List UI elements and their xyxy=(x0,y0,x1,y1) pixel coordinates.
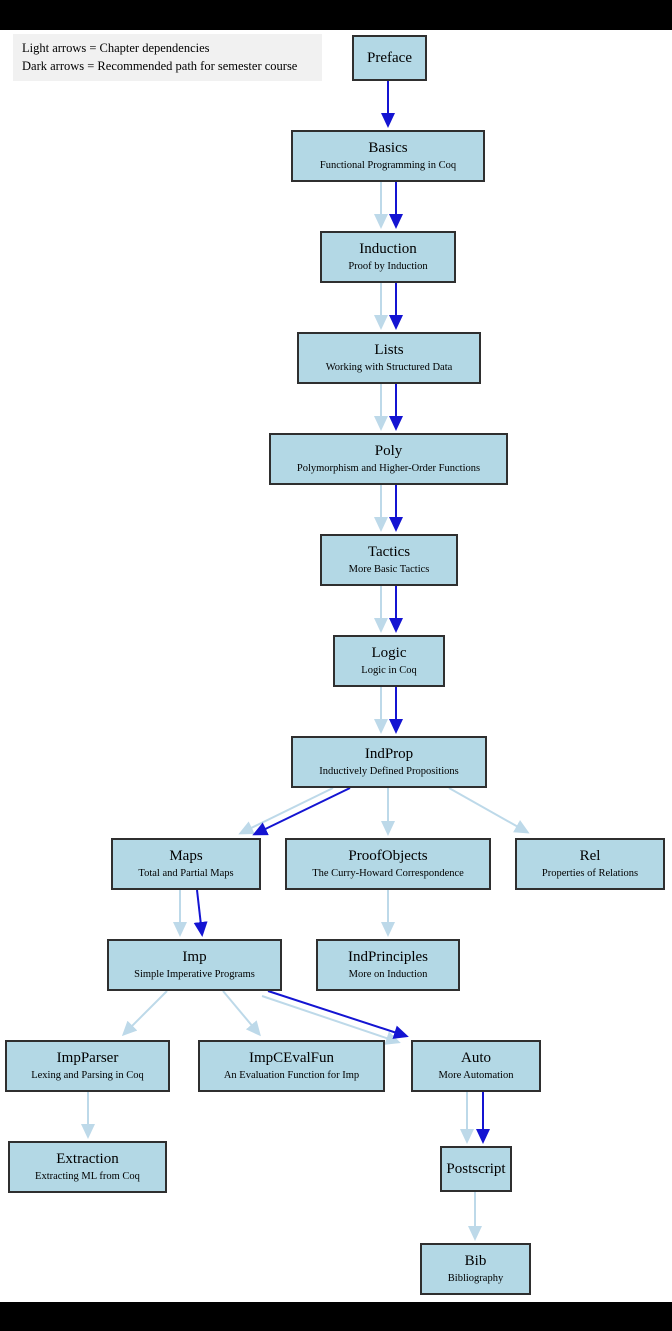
legend-dark-arrows: Dark arrows = Recommended path for semes… xyxy=(22,59,298,73)
node-poly-title: Poly xyxy=(374,443,403,459)
node-indprinciples[interactable]: IndPrinciples More on Induction xyxy=(316,939,460,991)
node-induction-subtitle: Proof by Induction xyxy=(348,261,428,272)
node-maps-subtitle: Total and Partial Maps xyxy=(138,868,234,879)
node-maps[interactable]: Maps Total and Partial Maps xyxy=(111,838,261,890)
bottom-black-bar xyxy=(0,1302,672,1331)
node-indprop[interactable]: IndProp Inductively Defined Propositions xyxy=(291,736,487,788)
node-tactics[interactable]: Tactics More Basic Tactics xyxy=(320,534,458,586)
node-bib-title: Bib xyxy=(464,1253,487,1269)
node-impparser[interactable]: ImpParser Lexing and Parsing in Coq xyxy=(5,1040,170,1092)
node-indprop-subtitle: Inductively Defined Propositions xyxy=(319,766,459,777)
node-impparser-title: ImpParser xyxy=(56,1050,119,1066)
node-poly-subtitle: Polymorphism and Higher-Order Functions xyxy=(296,463,481,474)
node-auto[interactable]: Auto More Automation xyxy=(411,1040,541,1092)
node-basics-title: Basics xyxy=(368,140,408,156)
node-preface-title: Preface xyxy=(367,49,412,66)
node-preface[interactable]: Preface xyxy=(352,35,427,81)
legend-light-arrows: Light arrows = Chapter dependencies xyxy=(22,41,210,55)
node-logic[interactable]: Logic Logic in Coq xyxy=(333,635,445,687)
node-induction[interactable]: Induction Proof by Induction xyxy=(320,231,456,283)
node-indprop-title: IndProp xyxy=(364,746,414,762)
edge-imp-auto-light xyxy=(261,995,401,1045)
node-logic-title: Logic xyxy=(371,645,407,661)
edge-indprop-maps-light xyxy=(238,787,334,835)
node-proofobjects[interactable]: ProofObjects The Curry-Howard Correspond… xyxy=(285,838,491,890)
node-tactics-subtitle: More Basic Tactics xyxy=(348,564,430,575)
node-lists[interactable]: Lists Working with Structured Data xyxy=(297,332,481,384)
node-auto-title: Auto xyxy=(461,1050,491,1066)
node-imp[interactable]: Imp Simple Imperative Programs xyxy=(107,939,282,991)
node-extraction[interactable]: Extraction Extracting ML from Coq xyxy=(8,1141,167,1193)
node-bib-subtitle: Bibliography xyxy=(447,1273,504,1284)
top-black-bar xyxy=(0,0,672,30)
edge-maps-imp-dark xyxy=(193,889,208,937)
node-indprinciples-title: IndPrinciples xyxy=(348,949,428,965)
node-impcevalfun[interactable]: ImpCEvalFun An Evaluation Function for I… xyxy=(198,1040,385,1092)
node-bib[interactable]: Bib Bibliography xyxy=(420,1243,531,1295)
node-indprinciples-subtitle: More on Induction xyxy=(348,969,428,980)
node-postscript[interactable]: Postscript xyxy=(440,1146,512,1192)
node-basics[interactable]: Basics Functional Programming in Coq xyxy=(291,130,485,182)
node-auto-subtitle: More Automation xyxy=(438,1070,514,1081)
node-impcevalfun-title: ImpCEvalFun xyxy=(249,1050,334,1066)
edge-imp-impcevalfun-light xyxy=(222,990,261,1037)
edge-imp-auto-dark xyxy=(267,990,409,1039)
node-lists-subtitle: Working with Structured Data xyxy=(325,362,453,373)
node-imp-title: Imp xyxy=(182,949,207,965)
node-rel-subtitle: Properties of Relations xyxy=(541,868,639,879)
node-maps-title: Maps xyxy=(169,848,203,864)
edge-indprop-rel-light xyxy=(448,787,530,834)
node-proofobjects-subtitle: The Curry-Howard Correspondence xyxy=(312,868,464,879)
node-poly[interactable]: Poly Polymorphism and Higher-Order Funct… xyxy=(269,433,508,485)
node-tactics-title: Tactics xyxy=(367,544,411,560)
legend: Light arrows = Chapter dependencies Dark… xyxy=(13,34,322,81)
node-logic-subtitle: Logic in Coq xyxy=(361,665,417,676)
node-basics-subtitle: Functional Programming in Coq xyxy=(319,160,457,171)
node-rel-title: Rel xyxy=(579,848,601,864)
node-postscript-title: Postscript xyxy=(446,1160,506,1177)
node-extraction-subtitle: Extracting ML from Coq xyxy=(35,1171,140,1182)
edge-imp-impparser-light xyxy=(121,990,168,1037)
node-lists-title: Lists xyxy=(374,342,404,358)
node-imp-subtitle: Simple Imperative Programs xyxy=(134,969,255,980)
node-impparser-subtitle: Lexing and Parsing in Coq xyxy=(31,1070,144,1081)
edge-indprop-maps-dark xyxy=(252,787,351,836)
node-rel[interactable]: Rel Properties of Relations xyxy=(515,838,665,890)
node-proofobjects-title: ProofObjects xyxy=(348,848,428,864)
node-induction-title: Induction xyxy=(359,241,417,257)
node-extraction-title: Extraction xyxy=(56,1151,119,1167)
node-impcevalfun-subtitle: An Evaluation Function for Imp xyxy=(223,1070,360,1081)
